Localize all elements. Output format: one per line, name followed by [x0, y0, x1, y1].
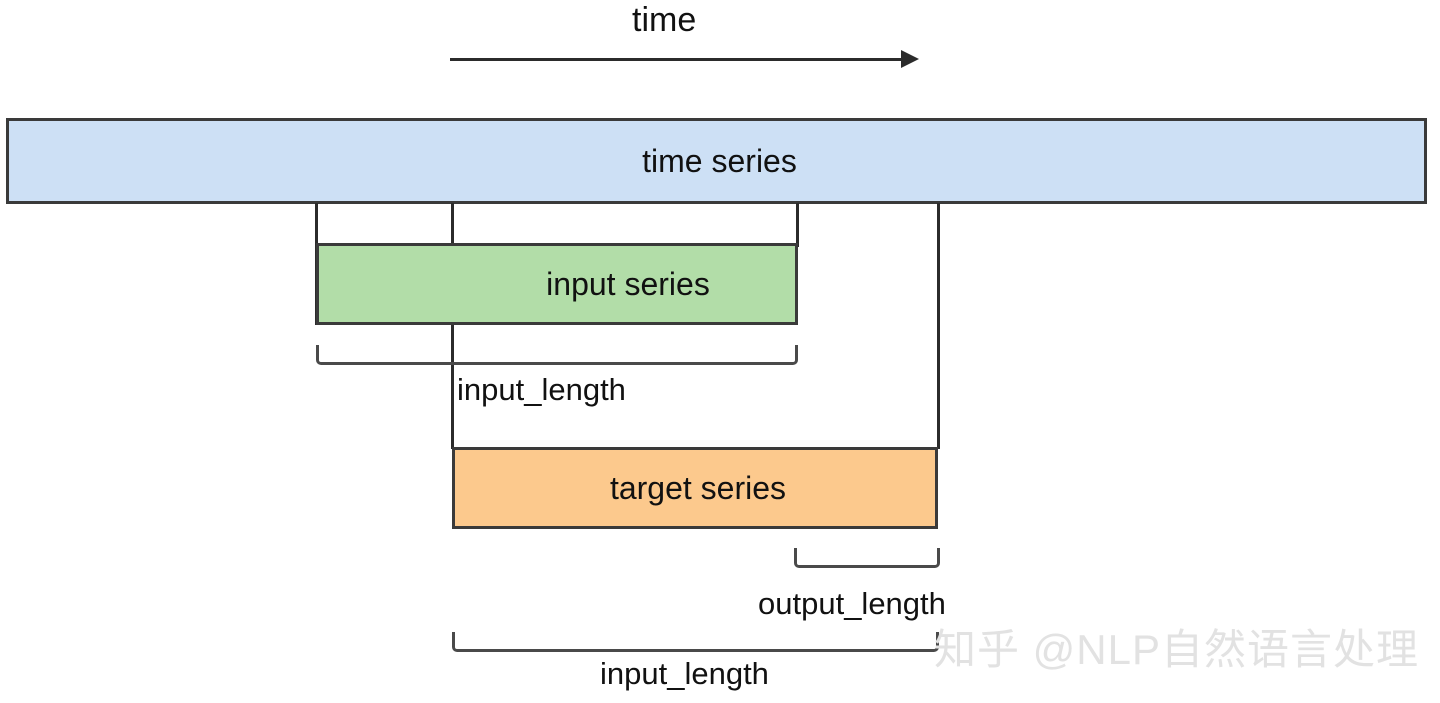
time-series-box: time series	[6, 118, 1427, 204]
guide-line-input-end	[796, 203, 799, 247]
time-arrow-shaft	[450, 58, 905, 61]
guide-line-target-start	[451, 203, 454, 449]
bracket-output-length	[794, 548, 940, 568]
target-series-label: target series	[609, 470, 787, 506]
input-length-top-label: input_length	[457, 372, 626, 407]
watermark: 知乎 @NLP自然语言处理	[934, 626, 1420, 673]
input-length-bottom-label: input_length	[600, 656, 769, 691]
bracket-input-length-bottom	[452, 632, 939, 652]
guide-line-target-end	[937, 203, 940, 449]
time-axis-label: time	[632, 1, 697, 39]
time-series-label: time series	[642, 143, 797, 179]
input-series-box: input series	[316, 243, 798, 325]
output-length-label: output_length	[758, 586, 946, 621]
bracket-input-length-top	[316, 345, 798, 365]
time-arrow-head-icon	[901, 50, 919, 68]
target-series-box: target series	[452, 447, 938, 529]
input-series-label: input series	[546, 266, 710, 302]
